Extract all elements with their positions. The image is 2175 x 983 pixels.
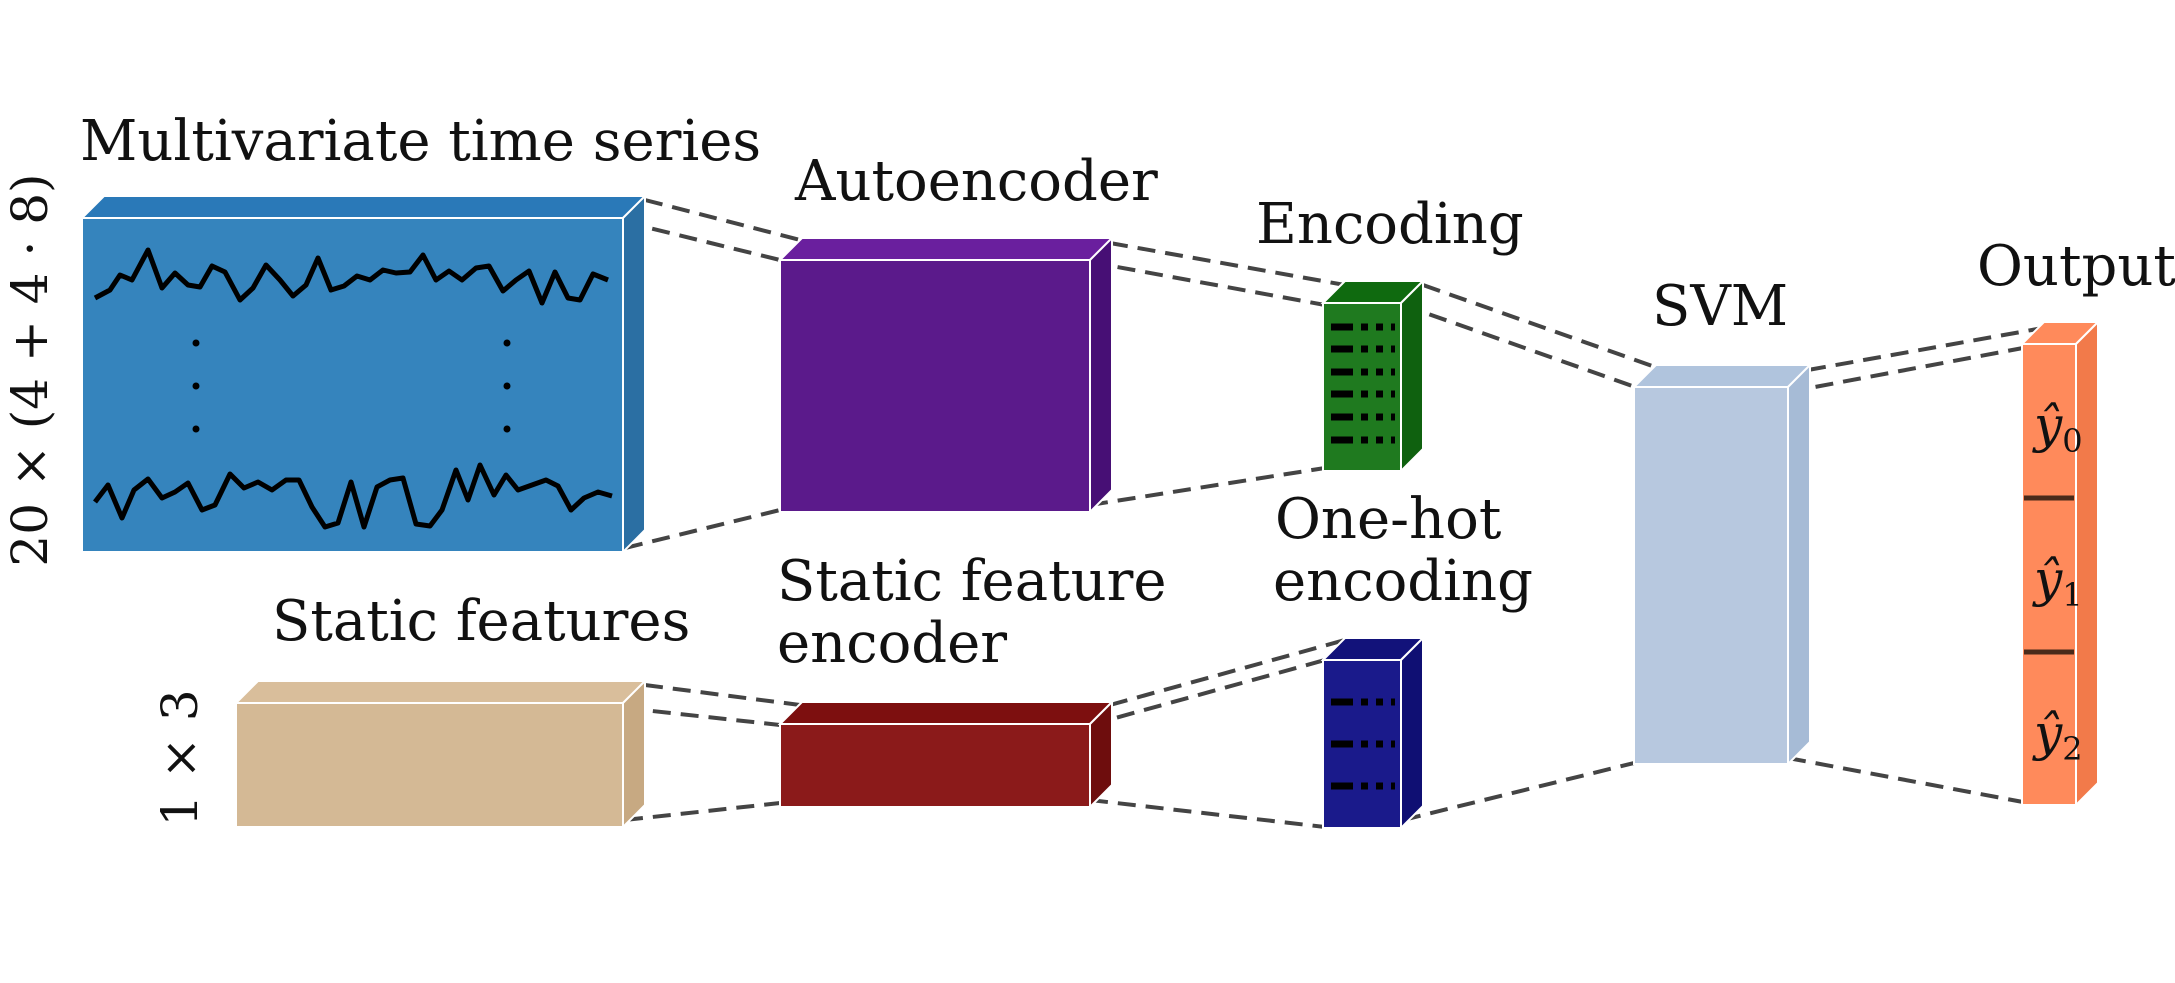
onehot-label-line2: encoding: [1273, 549, 1533, 614]
autoencoder-label: Autoencoder: [794, 149, 1158, 214]
time-series-ellipsis-right: [503, 339, 511, 433]
time-series-label: Multivariate time series: [80, 109, 761, 174]
svm-top-face: [1631, 364, 1813, 388]
onehot-bits: [1331, 698, 1395, 790]
time-series-front-face: [81, 217, 624, 553]
time-series-dimension: 20 × (4 + 4 · 8): [1, 173, 59, 566]
svm-label: SVM: [1652, 274, 1788, 339]
encoding-bits: [1331, 323, 1395, 444]
autoencoder-block: [777, 235, 1115, 515]
encoding-label: Encoding: [1256, 192, 1524, 257]
time-series-signal-top: [93, 247, 609, 306]
static-features-label: Static features: [272, 589, 690, 654]
conn-enc-svm-top2: [1402, 303, 1639, 390]
time-series-top-face: [79, 195, 648, 219]
conn-sf-se-top2: [624, 706, 781, 727]
time-series-block: [79, 193, 648, 555]
output-front-face: [2021, 343, 2077, 806]
autoencoder-front-face: [779, 259, 1091, 513]
conn-ae-enc-top1: [1109, 241, 1346, 287]
autoencoder-side-face: [1089, 235, 1113, 515]
static-encoder-block: [777, 699, 1115, 810]
static-features-block: [233, 678, 648, 830]
time-series-signal-bottom: [93, 462, 613, 530]
encoding-block: [1320, 278, 1426, 474]
static-encoder-front-face: [779, 723, 1091, 808]
conn-ts-ae-bottom: [624, 508, 781, 550]
conn-se-oh-bottom: [1089, 798, 1326, 829]
conn-sf-se-bottom: [624, 801, 781, 822]
static-encoder-label-line1: Static feature: [777, 549, 1167, 614]
static-features-front-face: [235, 702, 624, 828]
conn-oh-svm-bottom: [1402, 760, 1639, 822]
connection-lines: [624, 198, 2044, 829]
onehot-front-face: [1322, 659, 1402, 829]
output-y1: ŷ1: [2032, 550, 2083, 614]
static-encoder-top-face: [777, 701, 1115, 725]
conn-se-oh-top2: [1089, 658, 1326, 727]
conn-enc-svm-top1: [1422, 283, 1659, 370]
output-y0: ŷ0: [2032, 396, 2083, 460]
svm-side-face: [1787, 362, 1811, 767]
onehot-block: [1320, 635, 1426, 831]
conn-svm-out-bottom: [1787, 756, 2024, 804]
time-series-ellipsis-left: [192, 339, 200, 433]
autoencoder-top-face: [777, 237, 1115, 261]
conn-svm-out-top2: [1787, 346, 2024, 394]
output-label: Output: [1977, 234, 2175, 299]
static-features-top-face: [233, 680, 648, 704]
output-block: ŷ0 ŷ1 ŷ2: [2019, 319, 2101, 808]
onehot-side-face: [1400, 635, 1424, 831]
conn-ae-enc-bottom: [1089, 466, 1326, 507]
static-features-side-face: [622, 678, 646, 830]
conn-ae-enc-top2: [1089, 260, 1326, 307]
time-series-side-face: [622, 193, 646, 555]
output-y2: ŷ2: [2032, 704, 2083, 768]
static-features-dimension: 1 × 3: [151, 689, 209, 826]
encoding-side-face: [1400, 278, 1424, 474]
svm-front-face: [1633, 386, 1789, 765]
static-encoder-label-line2: encoder: [777, 611, 1007, 676]
onehot-label-line1: One-hot: [1275, 487, 1502, 552]
svm-block: [1631, 362, 1813, 767]
conn-sf-se-top1: [644, 683, 801, 707]
conn-svm-out-top1: [1807, 326, 2044, 372]
conn-se-oh-top1: [1109, 638, 1346, 707]
